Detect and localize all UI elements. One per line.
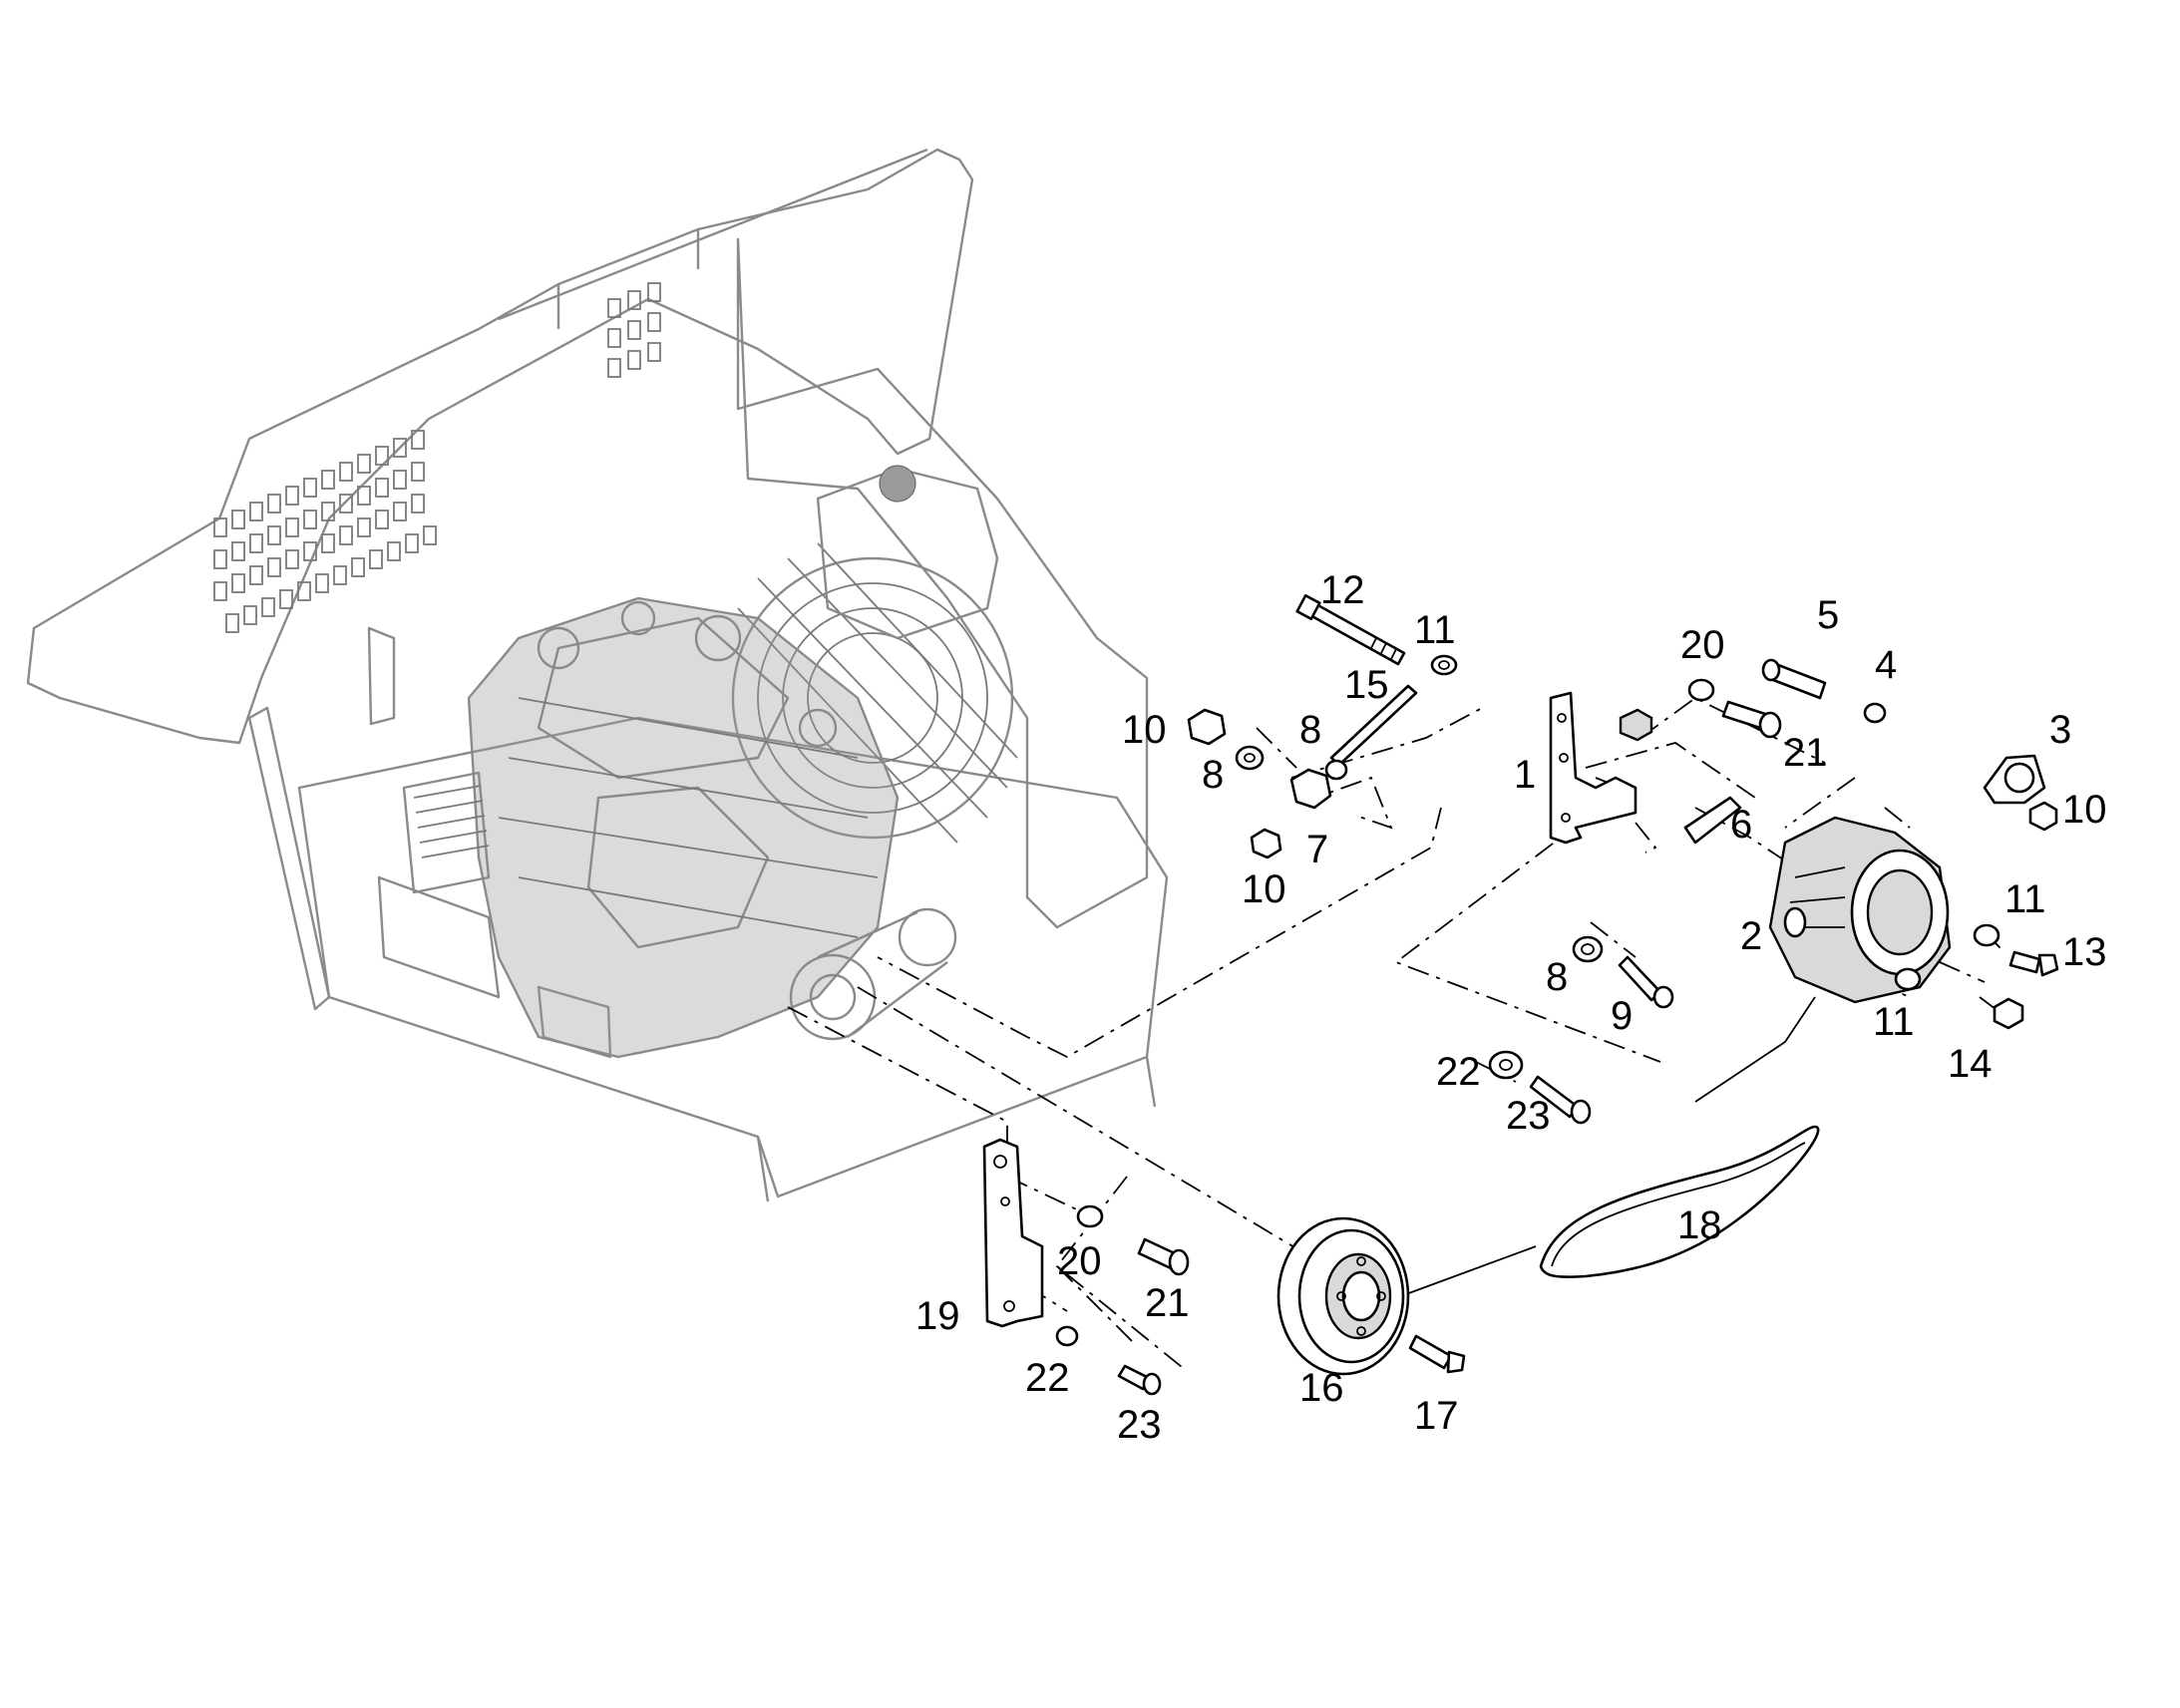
bolt-21b xyxy=(1137,1237,1190,1276)
callout-10: 10 xyxy=(1242,867,1286,911)
washer-11a xyxy=(1430,654,1458,676)
bolt-5 xyxy=(1761,658,1827,700)
washer-22a xyxy=(1488,1050,1524,1080)
callout-4: 4 xyxy=(1875,643,1897,687)
callout-3: 3 xyxy=(2049,708,2071,752)
link-arm-6 xyxy=(1683,796,1742,845)
compressor-2 xyxy=(1768,816,1952,1004)
callout-8: 8 xyxy=(1202,753,1224,797)
callout-11: 11 xyxy=(2004,877,2046,921)
callout-21: 21 xyxy=(1145,1281,1190,1325)
callout-14: 14 xyxy=(1948,1042,1993,1086)
callout-2: 2 xyxy=(1740,914,1762,958)
callout-labels: 12 11 20 5 4 15 10 8 21 3 1 8 6 7 10 10 … xyxy=(915,568,2107,1447)
bolt-23a xyxy=(1529,1075,1592,1125)
callout-16: 16 xyxy=(1299,1366,1344,1410)
callout-11: 11 xyxy=(1414,608,1456,652)
spacer-7 xyxy=(1289,768,1332,810)
washer-8c xyxy=(1572,935,1604,963)
callout-7: 7 xyxy=(1306,828,1328,871)
pulley-16 xyxy=(1276,1216,1410,1376)
callout-20: 20 xyxy=(1680,623,1725,667)
callout-11: 11 xyxy=(1873,1000,1915,1044)
callout-22: 22 xyxy=(1436,1050,1481,1094)
drive-belt-18 xyxy=(1405,996,1820,1295)
callout-8: 8 xyxy=(1546,955,1568,999)
nut-14 xyxy=(1993,997,2024,1030)
bolt-9 xyxy=(1618,955,1674,1009)
washer-4 xyxy=(1863,702,1887,724)
callout-18: 18 xyxy=(1677,1203,1722,1247)
callout-6: 6 xyxy=(1730,803,1752,847)
callout-20: 20 xyxy=(1057,1239,1102,1283)
callout-22: 22 xyxy=(1025,1356,1070,1400)
washer-20a xyxy=(1687,678,1715,702)
bolt-17 xyxy=(1408,1334,1466,1374)
bolt-21a xyxy=(1721,700,1782,739)
washer-8a xyxy=(1324,759,1348,781)
callout-17: 17 xyxy=(1414,1394,1459,1438)
nut-bracket xyxy=(1619,708,1653,742)
callout-15: 15 xyxy=(1344,663,1389,707)
callout-9: 9 xyxy=(1611,994,1633,1038)
washer-20b xyxy=(1076,1204,1104,1228)
callout-13: 13 xyxy=(2062,930,2107,974)
bolt-13 xyxy=(2008,950,2059,977)
nut-10a xyxy=(1187,708,1227,746)
washer-22b xyxy=(1055,1325,1079,1347)
callout-23: 23 xyxy=(1506,1094,1551,1138)
nut-10c xyxy=(2028,801,2058,832)
callout-8: 8 xyxy=(1299,708,1321,752)
callout-10: 10 xyxy=(1122,708,1167,752)
callout-1: 1 xyxy=(1514,753,1536,797)
callout-5: 5 xyxy=(1817,593,1839,637)
callout-21: 21 xyxy=(1783,731,1828,775)
washer-11c xyxy=(1894,967,1922,991)
washer-11b xyxy=(1973,923,2000,947)
callout-10: 10 xyxy=(2062,788,2107,832)
tensioner-3 xyxy=(1983,754,2046,805)
nut-10b xyxy=(1250,828,1282,859)
callout-12: 12 xyxy=(1320,568,1365,612)
parts xyxy=(982,593,2059,1396)
bolt-12 xyxy=(1295,593,1406,666)
washer-8b xyxy=(1235,745,1265,771)
bolt-23b xyxy=(1117,1364,1162,1396)
engine-compartment-illustration xyxy=(26,148,1169,1202)
bracket-1 xyxy=(1549,691,1637,845)
callout-19: 19 xyxy=(915,1294,960,1338)
callout-23: 23 xyxy=(1117,1403,1162,1447)
perforated-grille xyxy=(213,282,661,633)
bracket-19 xyxy=(982,1138,1044,1328)
